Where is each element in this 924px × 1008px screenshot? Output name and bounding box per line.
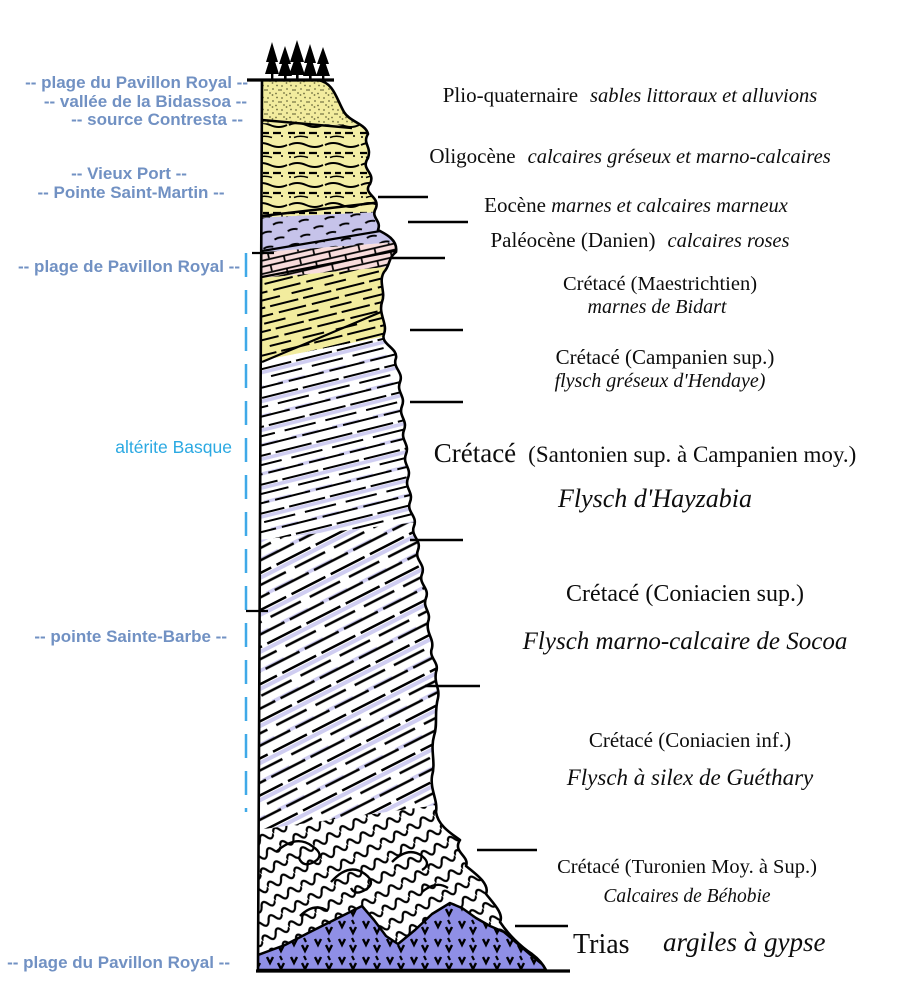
unit-lithology-argiles-gypse: argiles à gypse xyxy=(663,927,826,957)
location-label-vieux-port: -- Vieux Port -- xyxy=(71,164,187,183)
location-label-plage-pavillon-royal-top: -- plage du Pavillon Royal -- xyxy=(25,73,248,92)
unit-lithology-flysch-socoa: Flysch marno-calcaire de Socoa xyxy=(522,628,848,655)
location-label-pointe-sainte-barbe: -- pointe Sainte-Barbe -- xyxy=(34,627,227,646)
location-label-plage-de-pavillon-royal: -- plage de Pavillon Royal -- xyxy=(18,257,240,276)
unit-lithology-calcaires-behobie: Calcaires de Béhobie xyxy=(603,886,771,907)
unit-lithology: sables littoraux et alluvions xyxy=(590,85,818,107)
fold-accents xyxy=(275,840,449,917)
location-label-pointe-saint-martin: -- Pointe Saint-Martin -- xyxy=(37,183,225,202)
unit-row-eocene: Eocène marnes et calcaires marneux xyxy=(386,193,886,218)
unit-lithology: calcaires gréseux et marno-calcaires xyxy=(527,146,831,168)
boundary-ticks xyxy=(378,195,568,928)
unit-age-maestrichtien: Crétacé (Maestrichtien) xyxy=(562,273,758,295)
unit-lithology-flysch-hayzabia: Flysch d'Hayzabia xyxy=(557,484,753,513)
unit-lithology-flysch-hendaye: flysch gréseux d'Hendaye) xyxy=(554,370,766,392)
unit-age: Crétacé xyxy=(433,438,517,468)
unit-row-santonien: Crétacé (Santonien sup. à Campanien moy.) xyxy=(395,438,895,469)
column-outline xyxy=(256,78,548,972)
location-label-alterite-basque: altérite Basque xyxy=(115,437,232,457)
unit-row-oligocene: Oligocène calcaires gréseux et marno-calc… xyxy=(380,144,880,169)
unit-stage: (Santonien sup. à Campanien moy.) xyxy=(528,442,857,467)
unit-age-turonien: Crétacé (Turonien Moy. à Sup.) xyxy=(557,856,817,878)
unit-age-coniacien-sup: Crétacé (Coniacien sup.) xyxy=(566,581,804,607)
unit-lithology: marnes et calcaires marneux xyxy=(551,195,788,217)
unit-age: Plio-quaternaire xyxy=(442,83,579,107)
unit-row-paleocene: Paléocène (Danien) calcaires roses xyxy=(390,228,890,253)
unit-age: Paléocène (Danien) xyxy=(490,228,656,252)
unit-age: Eocène xyxy=(484,193,546,217)
unit-age: Oligocène xyxy=(429,144,516,168)
trees-illustration xyxy=(247,40,334,82)
unit-age-campanien-sup: Crétacé (Campanien sup.) xyxy=(555,345,775,369)
location-label-source-contresta: -- source Contresta -- xyxy=(71,110,243,129)
unit-age-trias: Trias xyxy=(573,929,630,960)
location-label-plage-pavillon-royal-bottom: -- plage du Pavillon Royal -- xyxy=(7,953,230,972)
unit-lithology-marnes-bidart: marnes de Bidart xyxy=(587,296,727,318)
unit-row-plio-quaternaire: Plio-quaternaire sables littoraux et allu… xyxy=(380,83,880,108)
unit-age-coniacien-inf: Crétacé (Coniacien inf.) xyxy=(588,728,792,752)
location-label-vallee-bidassoa: -- vallée de la Bidassoa -- xyxy=(43,92,247,111)
unit-lithology: calcaires roses xyxy=(667,230,790,252)
unit-lithology-flysch-guethary: Flysch à silex de Guéthary xyxy=(566,765,814,790)
left-edge-ticks xyxy=(246,251,274,613)
